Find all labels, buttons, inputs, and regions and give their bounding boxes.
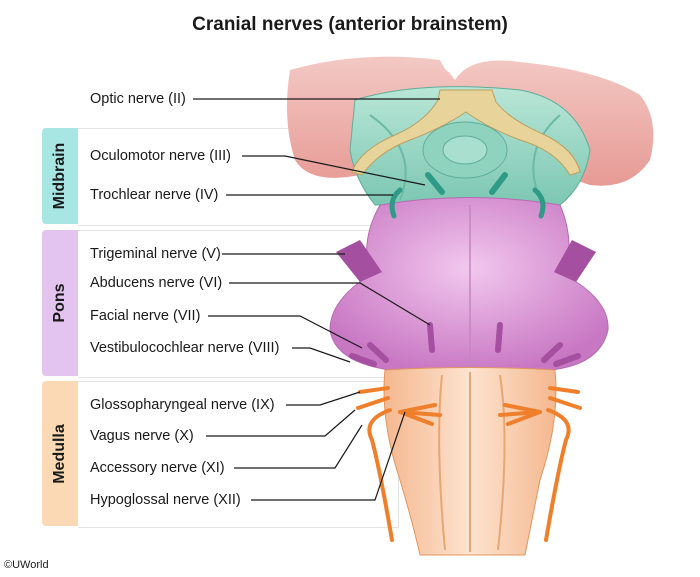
label-glossopharyngeal-nerve: Glossopharyngeal nerve (IX) xyxy=(90,397,275,413)
facial-vestibulocochlear-nerve-shape xyxy=(349,342,581,367)
region-label-midbrain: Midbrain xyxy=(51,142,68,210)
region-label-pons: Pons xyxy=(51,283,68,323)
trigeminal-nerve-shape xyxy=(336,240,596,282)
region-label-medulla: Medulla xyxy=(51,423,68,484)
label-facial-nerve: Facial nerve (VII) xyxy=(90,308,201,324)
label-abducens-nerve: Abducens nerve (VI) xyxy=(90,275,223,291)
medulla-panel xyxy=(78,381,399,528)
region-band-pons: Pons xyxy=(42,230,78,376)
region-band-midbrain: Midbrain xyxy=(42,128,78,224)
oculomotor-nerve-shape xyxy=(425,172,508,195)
label-trigeminal-nerve: Trigeminal nerve (V) xyxy=(90,246,221,262)
midbrain-shape xyxy=(349,86,591,206)
lower-cranial-nerves-shape xyxy=(356,386,582,542)
label-accessory-nerve: Accessory nerve (XI) xyxy=(90,460,225,476)
optic-chiasm-shape xyxy=(351,89,581,176)
label-trochlear-nerve: Trochlear nerve (IV) xyxy=(90,187,219,203)
label-hypoglossal-nerve: Hypoglossal nerve (XII) xyxy=(90,492,241,508)
trochlear-nerve-shape xyxy=(389,187,546,219)
abducens-nerve-shape xyxy=(427,322,503,353)
label-optic-nerve: Optic nerve (II) xyxy=(90,91,186,107)
leader-lines xyxy=(193,98,440,501)
label-vestibulocochlear-nerve: Vestibulocochlear nerve (VIII) xyxy=(90,340,280,356)
medulla-shape xyxy=(383,367,557,556)
diagram-title: Cranial nerves (anterior brainstem) xyxy=(192,14,508,35)
label-vagus-nerve: Vagus nerve (X) xyxy=(90,428,194,444)
region-band-medulla: Medulla xyxy=(42,381,78,526)
copyright-credit: ©UWorld xyxy=(4,559,49,571)
label-oculomotor-nerve: Oculomotor nerve (III) xyxy=(90,148,232,164)
